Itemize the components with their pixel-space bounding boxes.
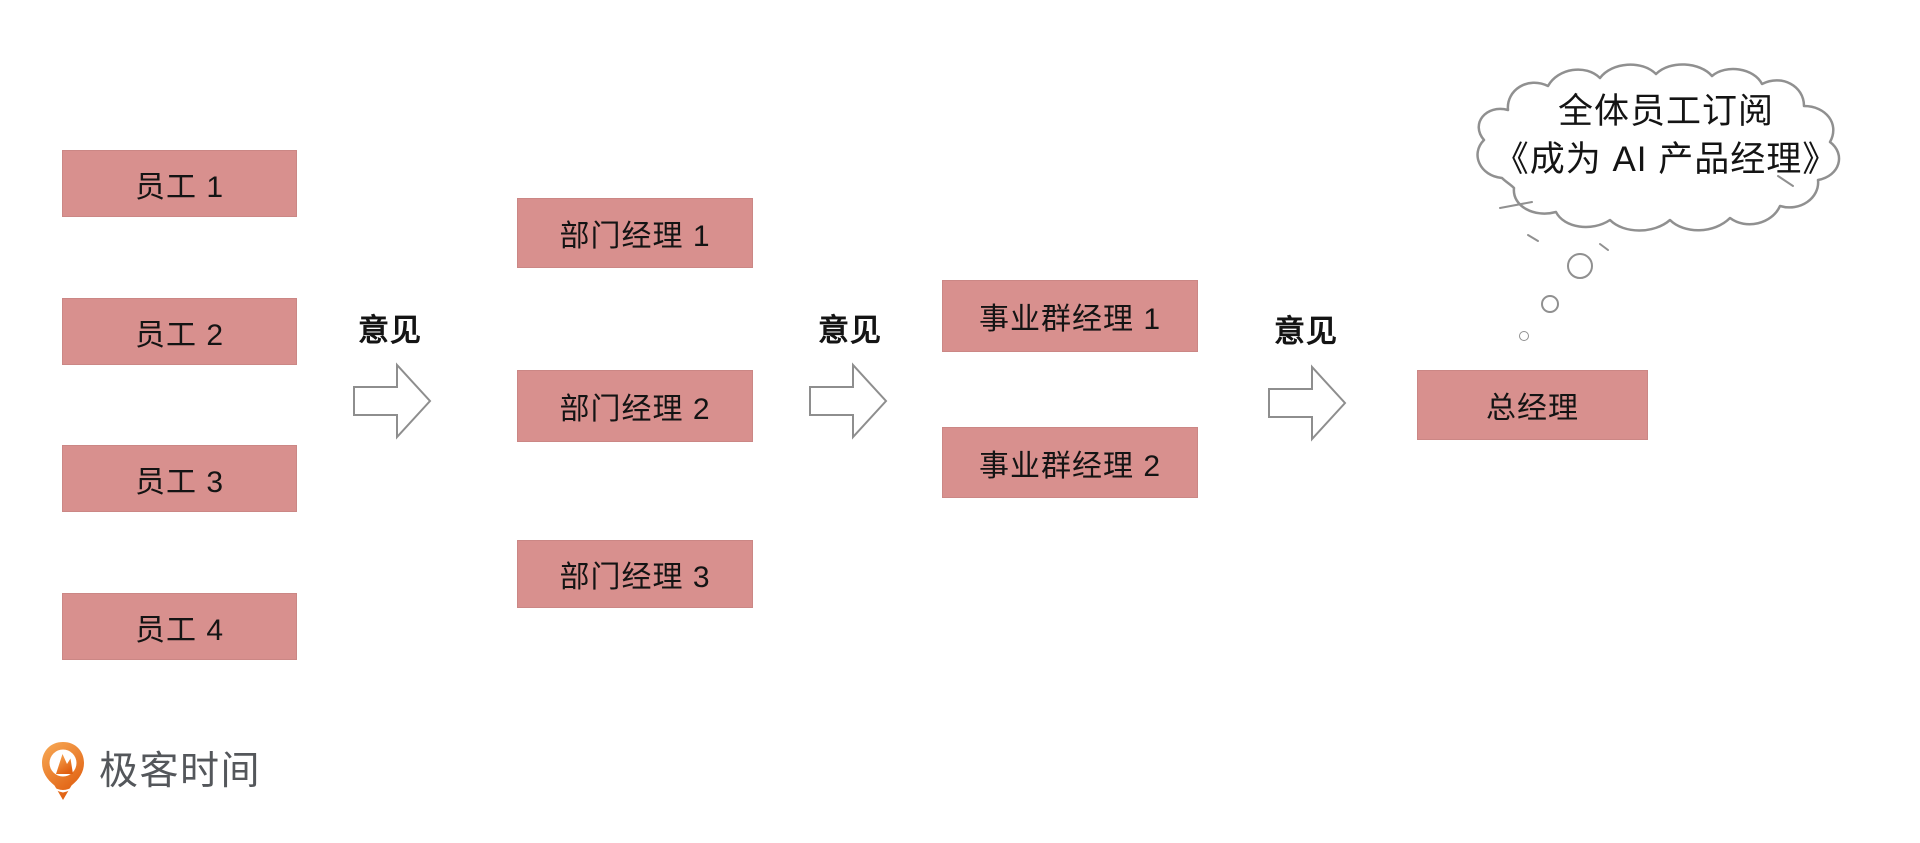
flow-arrow-icon-1 bbox=[353, 362, 432, 440]
dept-manager-box-2: 部门经理 2 bbox=[517, 370, 753, 442]
dept-manager-box-1: 部门经理 1 bbox=[517, 198, 753, 268]
thought-bubble-text: 全体员工订阅 《成为 AI 产品经理》 bbox=[1480, 88, 1852, 184]
employee-box-4: 员工 4 bbox=[62, 593, 297, 660]
thought-bubble-tail-circle-medium bbox=[1541, 295, 1559, 313]
flow-arrow-icon-3 bbox=[1268, 364, 1347, 442]
geektime-logo-text: 极客时间 bbox=[99, 750, 262, 793]
employee-box-1: 员工 1 bbox=[62, 150, 297, 217]
flow-label-opinion-3: 意见 bbox=[1274, 314, 1338, 349]
geektime-logo-icon bbox=[42, 742, 84, 800]
thought-bubble-tail-circle-large bbox=[1567, 253, 1593, 279]
dept-manager-box-3: 部门经理 3 bbox=[517, 540, 753, 608]
thought-bubble-line-2: 《成为 AI 产品经理》 bbox=[1493, 140, 1839, 179]
geektime-logo: 极客时间 bbox=[40, 740, 261, 804]
group-manager-box-1: 事业群经理 1 bbox=[942, 280, 1198, 352]
thought-bubble-line-1: 全体员工订阅 bbox=[1557, 92, 1774, 131]
employee-box-3: 员工 3 bbox=[62, 445, 297, 512]
flow-arrow-icon-2 bbox=[809, 362, 888, 440]
flow-label-opinion-1: 意见 bbox=[358, 313, 422, 348]
thought-bubble-cloud-icon bbox=[1476, 63, 1841, 251]
thought-bubble-tail-circle-small bbox=[1519, 331, 1529, 341]
employee-box-2: 员工 2 bbox=[62, 298, 297, 365]
flow-label-opinion-2: 意见 bbox=[818, 313, 882, 348]
general-manager-box: 总经理 bbox=[1417, 370, 1648, 440]
group-manager-box-2: 事业群经理 2 bbox=[942, 427, 1198, 498]
